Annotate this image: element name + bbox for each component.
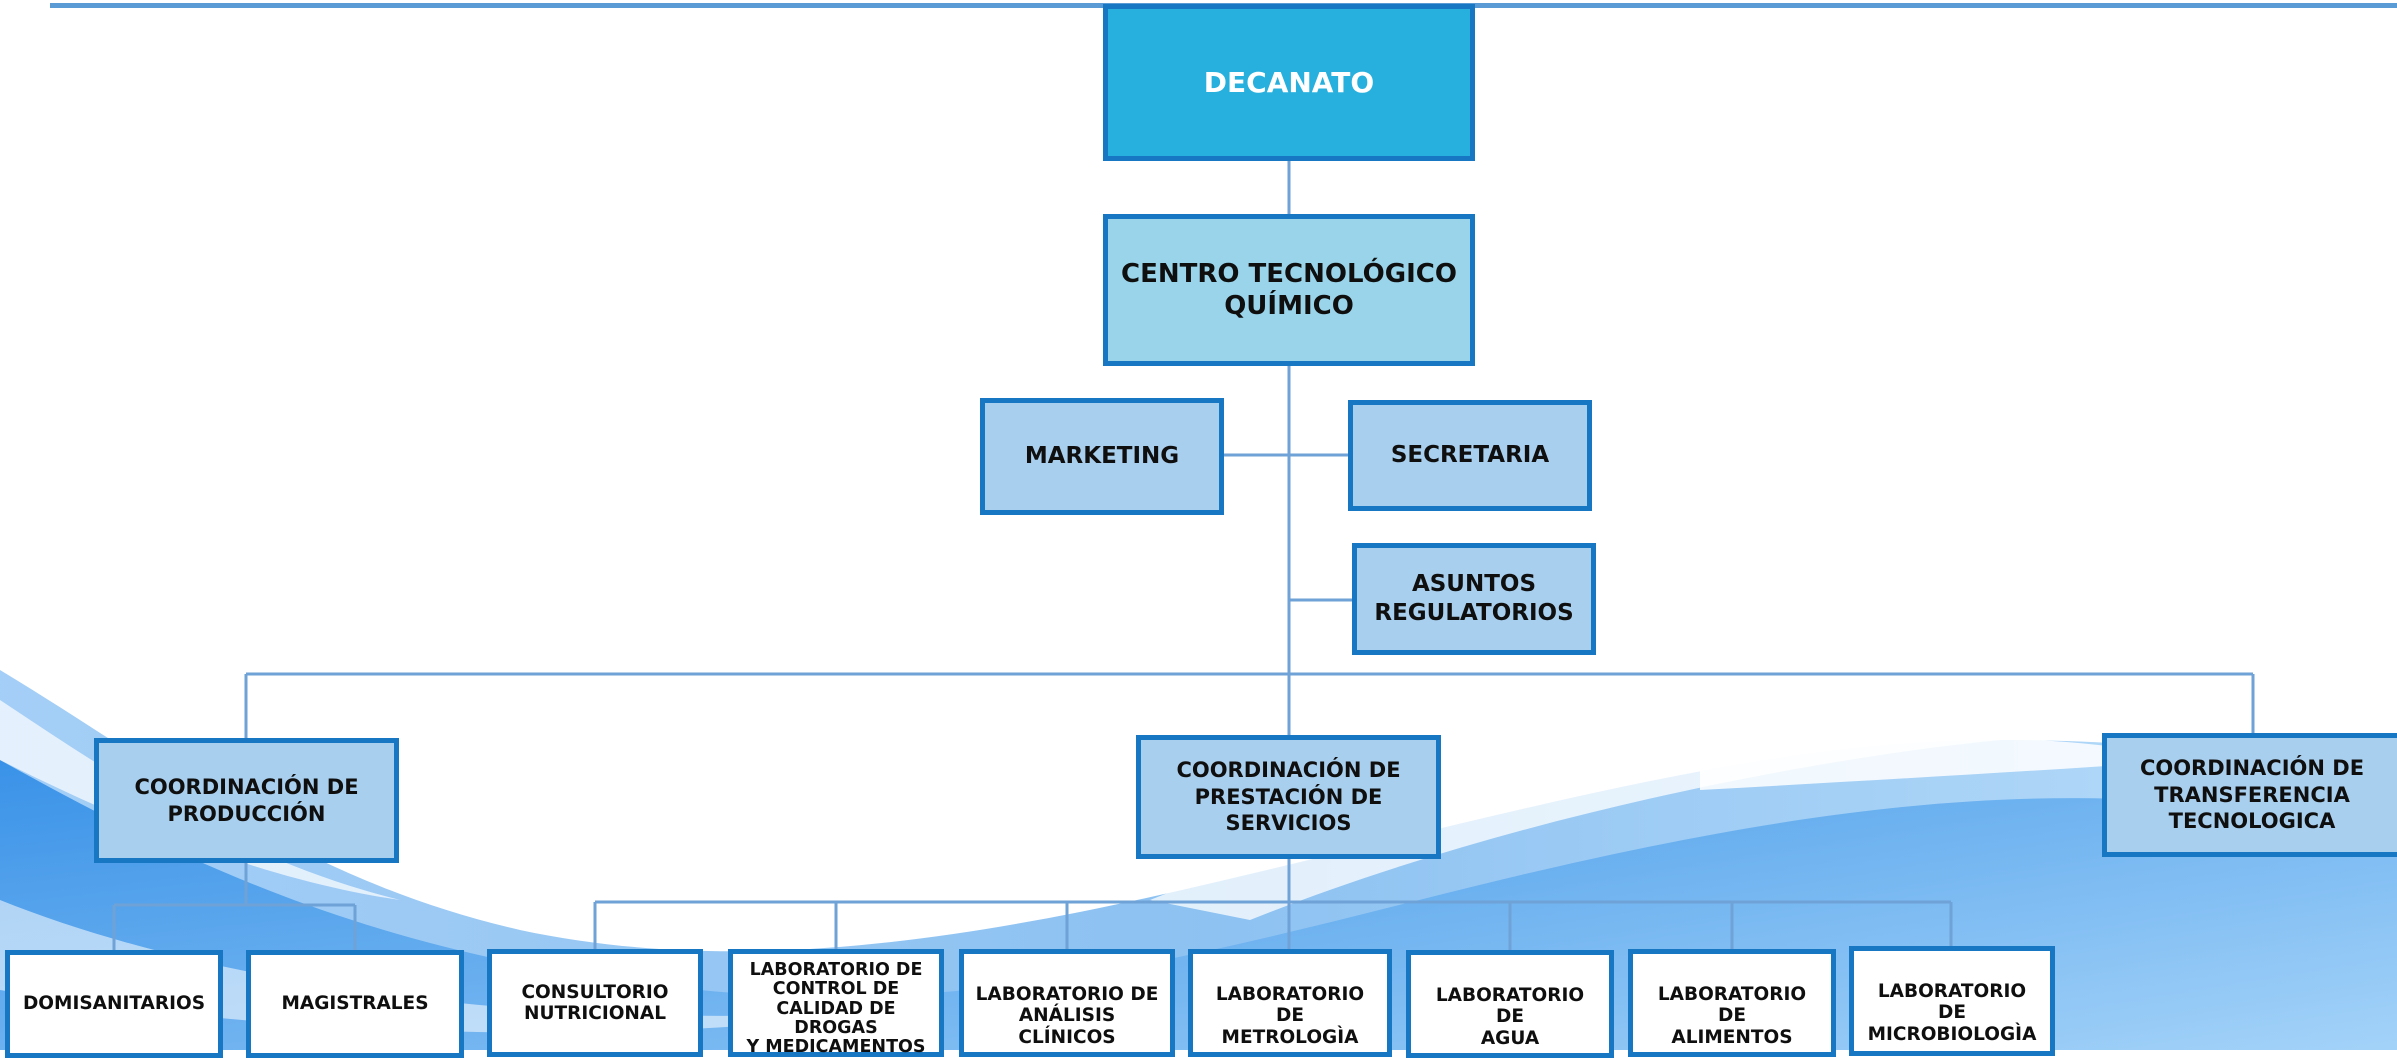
laboratorio-metrologia-box: LABORATORIO DE METROLOGÌA (1188, 949, 1392, 1057)
laboratorio-analisis-clinicos-box: LABORATORIO DE ANÁLISIS CLÍNICOS (959, 949, 1175, 1057)
domisanitarios-box: DOMISANITARIOS (5, 950, 223, 1058)
secretaria-box: SECRETARIA (1348, 400, 1592, 511)
laboratorio-microbiologia-box: LABORATORIO DE MICROBIOLOGÌA (1849, 946, 2055, 1056)
decanato-box: DECANATO (1103, 4, 1475, 161)
laboratorio-agua-box: LABORATORIO DE AGUA (1406, 950, 1614, 1058)
magistrales-box: MAGISTRALES (246, 950, 464, 1058)
centro-tecnologico-box: CENTRO TECNOLÓGICO QUÍMICO (1103, 214, 1475, 366)
marketing-box: MARKETING (980, 398, 1224, 515)
coordinacion-transferencia-box: COORDINACIÓN DE TRANSFERENCIA TECNOLOGIC… (2102, 733, 2397, 857)
laboratorio-control-calidad-box: LABORATORIO DE CONTROL DE CALIDAD DE DRO… (728, 949, 944, 1057)
consultorio-nutricional-box: CONSULTORIO NUTRICIONAL (487, 949, 703, 1057)
coordinacion-produccion-box: COORDINACIÓN DE PRODUCCIÓN (94, 738, 399, 863)
coordinacion-servicios-box: COORDINACIÓN DE PRESTACIÓN DE SERVICIOS (1136, 735, 1441, 859)
asuntos-regulatorios-box: ASUNTOS REGULATORIOS (1352, 543, 1596, 655)
laboratorio-alimentos-box: LABORATORIO DE ALIMENTOS (1628, 949, 1836, 1057)
